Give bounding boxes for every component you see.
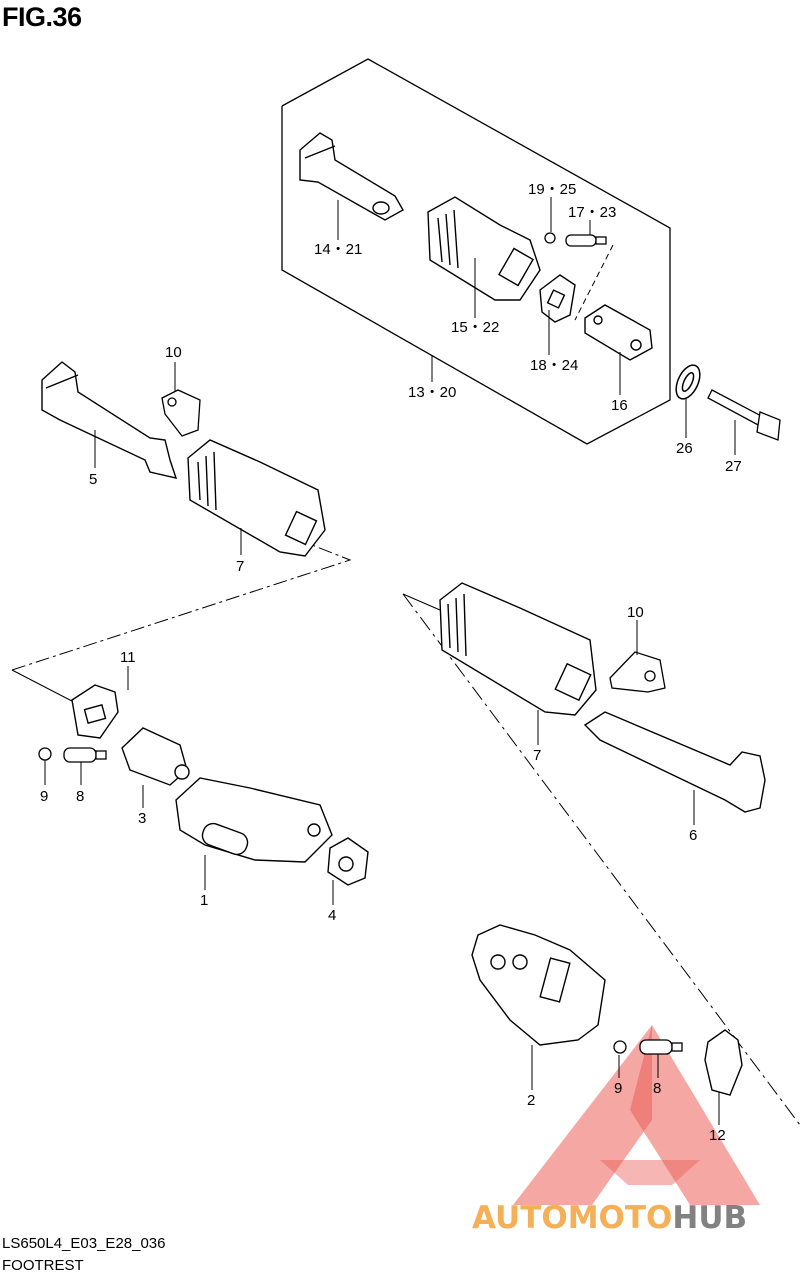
model-code: LS650L4_E03_E28_036 <box>2 1235 166 1252</box>
part-10-clamp-upper <box>161 389 201 437</box>
callout-12: 12 <box>709 1127 726 1144</box>
figure-title: FIG.36 <box>2 2 82 32</box>
kit-boundary-13-20 <box>281 58 671 445</box>
part-7-footrest-rubber-upper <box>187 439 326 557</box>
part-14-21-footrest-bar <box>299 132 404 221</box>
callout-18-24: 18・24 <box>530 357 578 374</box>
part-3-block <box>121 727 190 786</box>
part-1-bracket-left <box>175 777 333 863</box>
part-27-bolt <box>707 389 781 441</box>
watermark-text-hub: HUB <box>672 1200 747 1236</box>
callout-2: 2 <box>527 1092 535 1109</box>
callout-9-left: 9 <box>40 788 48 805</box>
callout-5: 5 <box>89 471 97 488</box>
section-name: FOOTREST <box>2 1257 84 1274</box>
callout-10-lower: 10 <box>627 604 644 621</box>
callout-27: 27 <box>725 458 742 475</box>
callout-14-21: 14・21 <box>314 241 362 258</box>
callout-19-25: 19・25 <box>528 181 576 198</box>
part-26-washer <box>675 364 701 400</box>
part-15-22-footrest-rubber <box>427 196 541 301</box>
callout-13-20: 13・20 <box>408 384 456 401</box>
callout-26: 26 <box>676 440 693 457</box>
part-6-footrest-bar <box>583 711 766 813</box>
callout-1: 1 <box>200 892 208 909</box>
callout-10-upper: 10 <box>165 344 182 361</box>
callout-7-lower: 7 <box>533 747 541 764</box>
part-10-clamp-lower <box>609 651 666 693</box>
watermark-triangle-inner <box>600 1160 700 1185</box>
part-16-block <box>584 304 653 361</box>
watermark-triangle-left <box>513 1025 652 1205</box>
part-9-cap-left <box>38 747 52 761</box>
callout-8-left: 8 <box>76 788 84 805</box>
callout-labels: 14・21 15・22 13・20 19・25 17・23 18・24 16 2… <box>40 181 742 1144</box>
part-18-24-plate <box>539 274 576 323</box>
part-8-pin-right <box>639 1039 683 1055</box>
callout-16: 16 <box>611 397 628 414</box>
callout-3: 3 <box>138 810 146 827</box>
part-19-25-cap <box>544 232 556 244</box>
callout-15-22: 15・22 <box>451 319 499 336</box>
watermark-logo: AUTOMOTOHUB <box>472 1025 760 1236</box>
callout-9-right: 9 <box>614 1080 622 1097</box>
watermark-triangle-right <box>630 1025 760 1205</box>
svg-text:AUTOMOTOHUB: AUTOMOTOHUB <box>472 1200 747 1236</box>
part-17-23-pin <box>565 234 607 247</box>
part-5-footrest-bar <box>41 361 178 479</box>
part-11-cap-plate <box>71 684 119 739</box>
part-2-bracket-right <box>471 924 606 1046</box>
part-7-footrest-rubber-lower <box>439 582 597 716</box>
part-4-nut <box>327 837 369 886</box>
callout-8-right: 8 <box>653 1080 661 1097</box>
part-8-pin-left <box>63 747 107 763</box>
callout-7-upper: 7 <box>236 558 244 575</box>
callout-4: 4 <box>328 907 336 924</box>
part-9-cap-right <box>613 1040 627 1054</box>
watermark-text-automoto: AUTOMOTO <box>472 1200 672 1236</box>
callout-17-23: 17・23 <box>568 204 616 221</box>
callout-6: 6 <box>689 827 697 844</box>
leader-lines <box>44 197 736 1125</box>
part-12-cap <box>704 1029 743 1096</box>
callout-11: 11 <box>120 649 136 666</box>
